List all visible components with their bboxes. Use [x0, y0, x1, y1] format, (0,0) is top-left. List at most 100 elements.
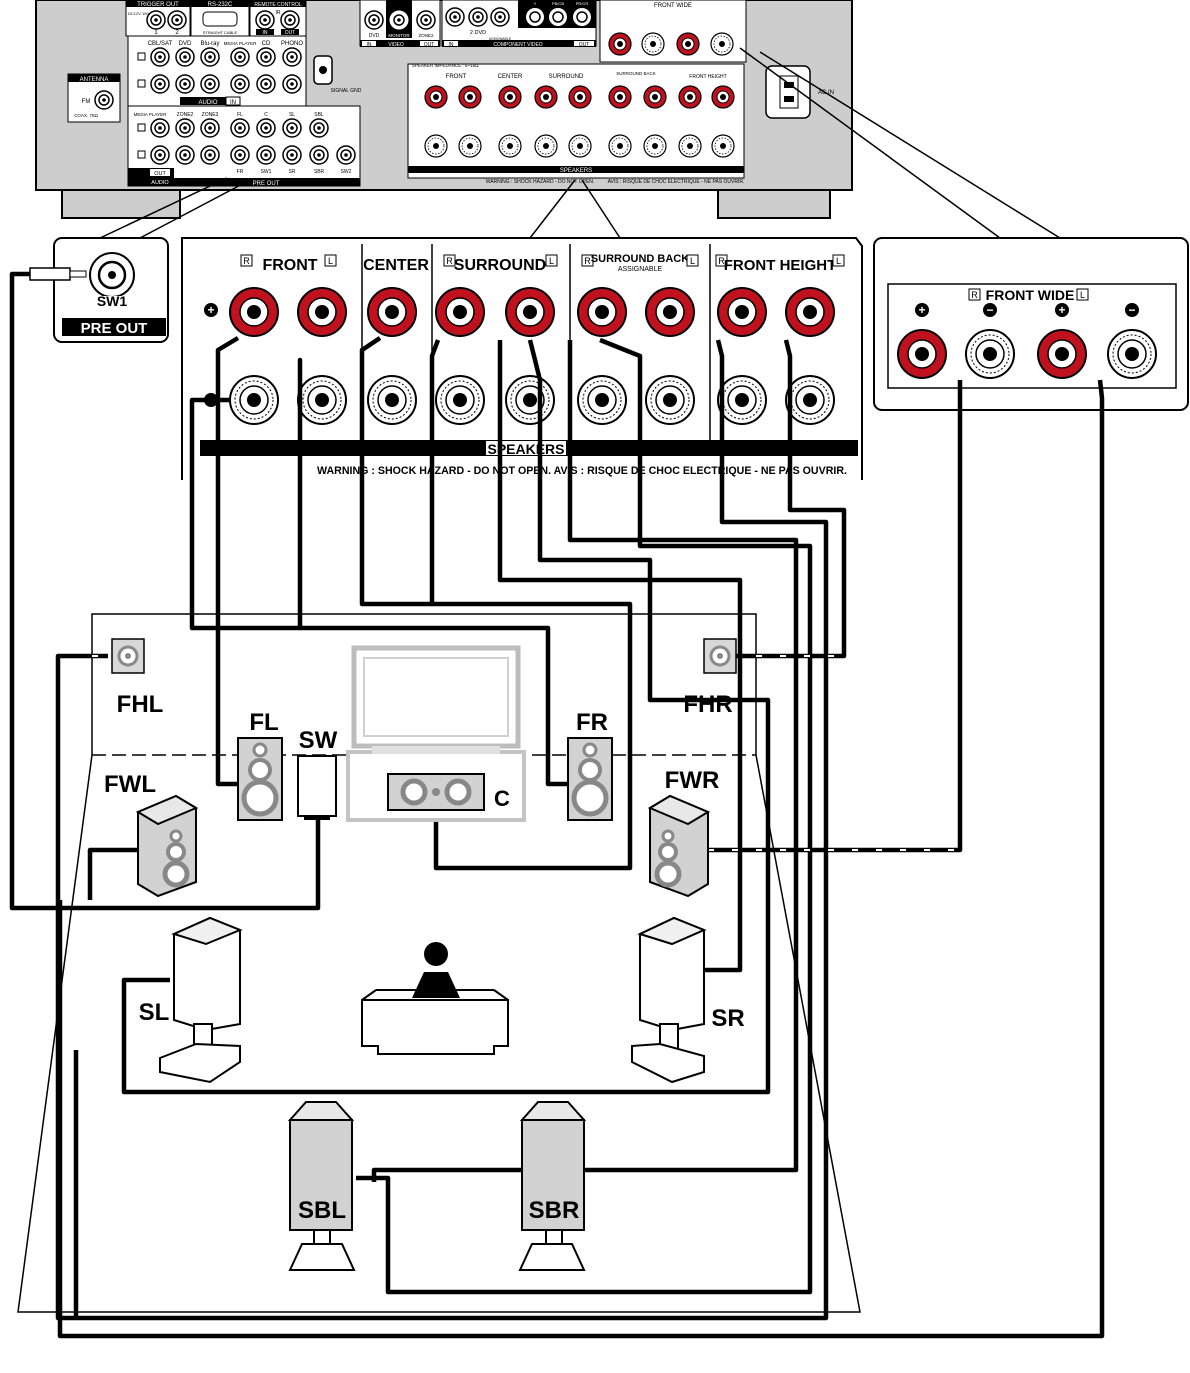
label-c: C	[494, 786, 510, 811]
wire-fhl	[55, 339, 829, 1321]
rec-warning-label: WARNING : SHOCK HAZARD - DO NOT OPEN.	[486, 179, 595, 185]
wire-fwl	[57, 379, 1105, 1339]
video-zone2-jack[interactable]	[416, 10, 436, 30]
front-height-l-mark: L	[836, 256, 841, 266]
surround-back-terminal-header: R SURROUND BACK ASSIGNABLE L	[581, 253, 699, 273]
large-terminal-row-positive[interactable]	[229, 287, 835, 337]
label-fwl: FWL	[104, 771, 156, 798]
video-zone2-label: ZONE2	[418, 33, 434, 38]
component-video-section: Y PB/CB PR/CR 2 DVD ASSIGNABLE IN COMPON…	[441, 0, 597, 48]
audio-in-label: AUDIO	[198, 100, 217, 106]
pre-out-bar-label: PRE OUT	[253, 181, 280, 187]
sbl-speaker: SBL	[287, 1101, 356, 1271]
label-sr: SR	[711, 1005, 744, 1032]
rec-front-label: FRONT	[446, 74, 467, 80]
fl-speaker	[237, 737, 283, 821]
receiver-front-wide-label: FRONT WIDE	[654, 3, 692, 9]
sr-speaker	[631, 916, 707, 1084]
label-fwr: FWR	[665, 767, 720, 794]
speaker-impedance-label: SPEAKER IMPEDANCE : 6~16Ω	[412, 63, 479, 68]
label-fr: FR	[576, 709, 608, 736]
remote-in-jack[interactable]	[255, 10, 275, 30]
label-sl: SL	[139, 999, 170, 1026]
plus-marker	[204, 303, 218, 317]
wire-fl-neg	[189, 397, 568, 787]
video-dvd-label: DVD	[369, 33, 380, 39]
antenna-section: ANTENNA FM COAX. 75Ω	[67, 73, 121, 123]
signal-gnd-label: SIGNAL GND	[331, 88, 362, 94]
receiver-speaker-terminals: SPEAKER IMPEDANCE : 6~16Ω FRONT CENTER S…	[407, 63, 745, 185]
rs232c-label: RS-232C	[208, 2, 233, 8]
audio-out-label: AUDIO	[151, 180, 169, 186]
surround-back-l-mark: L	[690, 256, 695, 266]
pre-out-section: MEDIA PLAYER ZONE2 ZONE3 FL C SL SBL FR …	[127, 105, 361, 187]
fr-speaker	[567, 737, 613, 821]
audio-input-dvd: DVD	[179, 41, 192, 47]
label-sbr: SBR	[529, 1197, 580, 1224]
surround-label: SURROUND	[454, 257, 546, 274]
front-r-mark: R	[243, 256, 250, 266]
preout-sbl: SBL	[314, 112, 324, 118]
audio-input-phono: PHONO	[281, 41, 303, 47]
preout-fr: FR	[237, 169, 244, 175]
component-pb-label: PB/CB	[552, 1, 564, 6]
label-fhr: FHR	[683, 691, 732, 718]
sw-speaker	[297, 755, 337, 820]
remote-ir-label: IR	[276, 10, 281, 16]
fw-plus-1: +	[918, 303, 925, 317]
straight-cable-label: STRAIGHT CABLE	[203, 30, 238, 35]
surround-terminal-header: R SURROUND L	[443, 254, 558, 274]
wire-dashes	[92, 655, 960, 851]
remote-control-section: REMOTE CONTROL IR IN OUT	[249, 0, 307, 37]
preout-c: C	[264, 112, 268, 118]
trigger-1-jack[interactable]	[146, 10, 166, 30]
label-fhl: FHL	[117, 691, 164, 718]
fm-label: FM	[82, 99, 91, 105]
trigger-2-label: 2	[175, 30, 179, 36]
wire-sl	[429, 339, 441, 604]
front-wide-callout: R FRONT WIDE L + − + −	[873, 237, 1189, 411]
rs232c-section: RS-232C STRAIGHT CABLE	[190, 0, 250, 37]
front-label: FRONT	[262, 257, 317, 274]
trigger-1-label: 1	[154, 30, 158, 36]
video-label: VIDEO	[388, 42, 404, 48]
front-wide-title: FRONT WIDE	[986, 287, 1075, 303]
remote-out-label: OUT	[285, 30, 296, 36]
component-jacks[interactable]	[445, 7, 591, 27]
fw-plus-2: +	[1058, 303, 1065, 317]
audio-input-cbl: CBL/SAT	[148, 41, 173, 47]
rs232c-port[interactable]	[202, 11, 238, 27]
rec-surround-back-label: SURROUND BACK	[616, 71, 656, 76]
label-sw: SW	[299, 727, 338, 754]
trigger-out-section: TRIGGER OUT DC12V 150mA MAX. 1 2	[125, 0, 191, 37]
video-dvd-jack[interactable]	[364, 10, 384, 30]
fwl-speaker	[135, 794, 199, 898]
preout-sw2: SW2	[341, 169, 352, 175]
remote-in-label: IN	[263, 30, 268, 36]
large-terminal-row-negative[interactable]	[229, 375, 835, 425]
wire-fhr	[736, 339, 847, 659]
listener	[361, 942, 509, 1055]
plus-sign: +	[207, 303, 214, 317]
component-y-label: Y	[534, 1, 537, 6]
remote-out-jack[interactable]	[280, 10, 300, 30]
speaker-wires	[9, 271, 1105, 1339]
audio-out-tag: OUT	[154, 171, 166, 177]
fw-minus-1: −	[986, 303, 993, 317]
front-height-label: FRONT HEIGHT	[724, 257, 837, 274]
fm-antenna-jack[interactable]	[94, 90, 114, 110]
rca-plug	[29, 267, 71, 281]
component-video-label: COMPONENT VIDEO	[493, 42, 542, 48]
component-assignable-label: ASSIGNABLE	[489, 37, 512, 41]
surround-l-mark: L	[549, 256, 554, 266]
front-height-terminal-header: R FRONT HEIGHT L	[715, 254, 845, 274]
component-in-tag: IN	[449, 42, 454, 48]
preout-fl: FL	[237, 112, 243, 118]
component-pr-label: PR/CR	[576, 1, 589, 6]
sw1-label: SW1	[97, 293, 128, 309]
trigger-out-label: TRIGGER OUT	[137, 2, 179, 8]
trigger-2-jack[interactable]	[167, 10, 187, 30]
speakers-label: SPEAKERS	[487, 441, 564, 457]
